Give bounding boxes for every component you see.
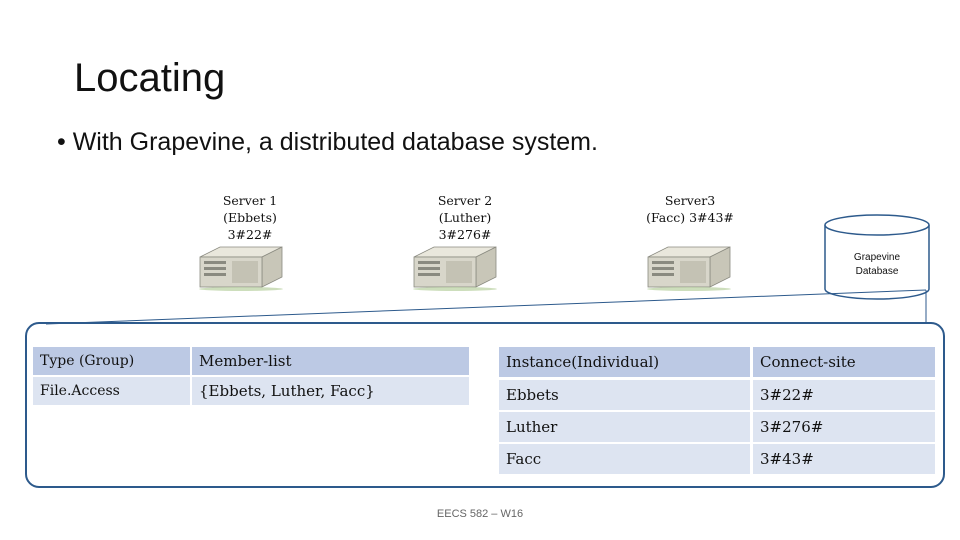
group-header-type: Type (Group) [33,347,190,375]
group-row-type: File.Access [33,377,190,405]
server-1-label: Server 1 (Ebbets) 3#22# [222,193,278,242]
individual-header-connect-site: Connect-site [753,347,935,377]
individual-header-instance: Instance(Individual) [499,347,750,377]
group-header-members: Member-list [192,347,469,375]
server-2-label: Server 2 (Luther) 3#276# [437,193,493,242]
individual-row-site: 3#22# [753,380,935,410]
database-label: Grapevine Database [853,252,901,277]
individual-row-site: 3#43# [753,444,935,474]
server-1-icon [199,246,283,291]
server-2-icon [413,246,497,291]
individual-row-site: 3#276# [753,412,935,442]
tables-panel [25,322,945,488]
individual-row-instance: Luther [499,412,750,442]
slide-title: Locating [74,56,226,100]
server-3-icon [647,246,731,291]
database-cylinder-icon [824,214,930,300]
bullet-text: • With Grapevine, a distributed database… [57,128,598,156]
individual-row-instance: Facc [499,444,750,474]
slide-footer: EECS 582 – W16 [436,508,524,520]
group-row-members: {Ebbets, Luther, Facc} [192,377,469,405]
server-3-label: Server3 (Facc) 3#43# [646,193,734,225]
individual-row-instance: Ebbets [499,380,750,410]
